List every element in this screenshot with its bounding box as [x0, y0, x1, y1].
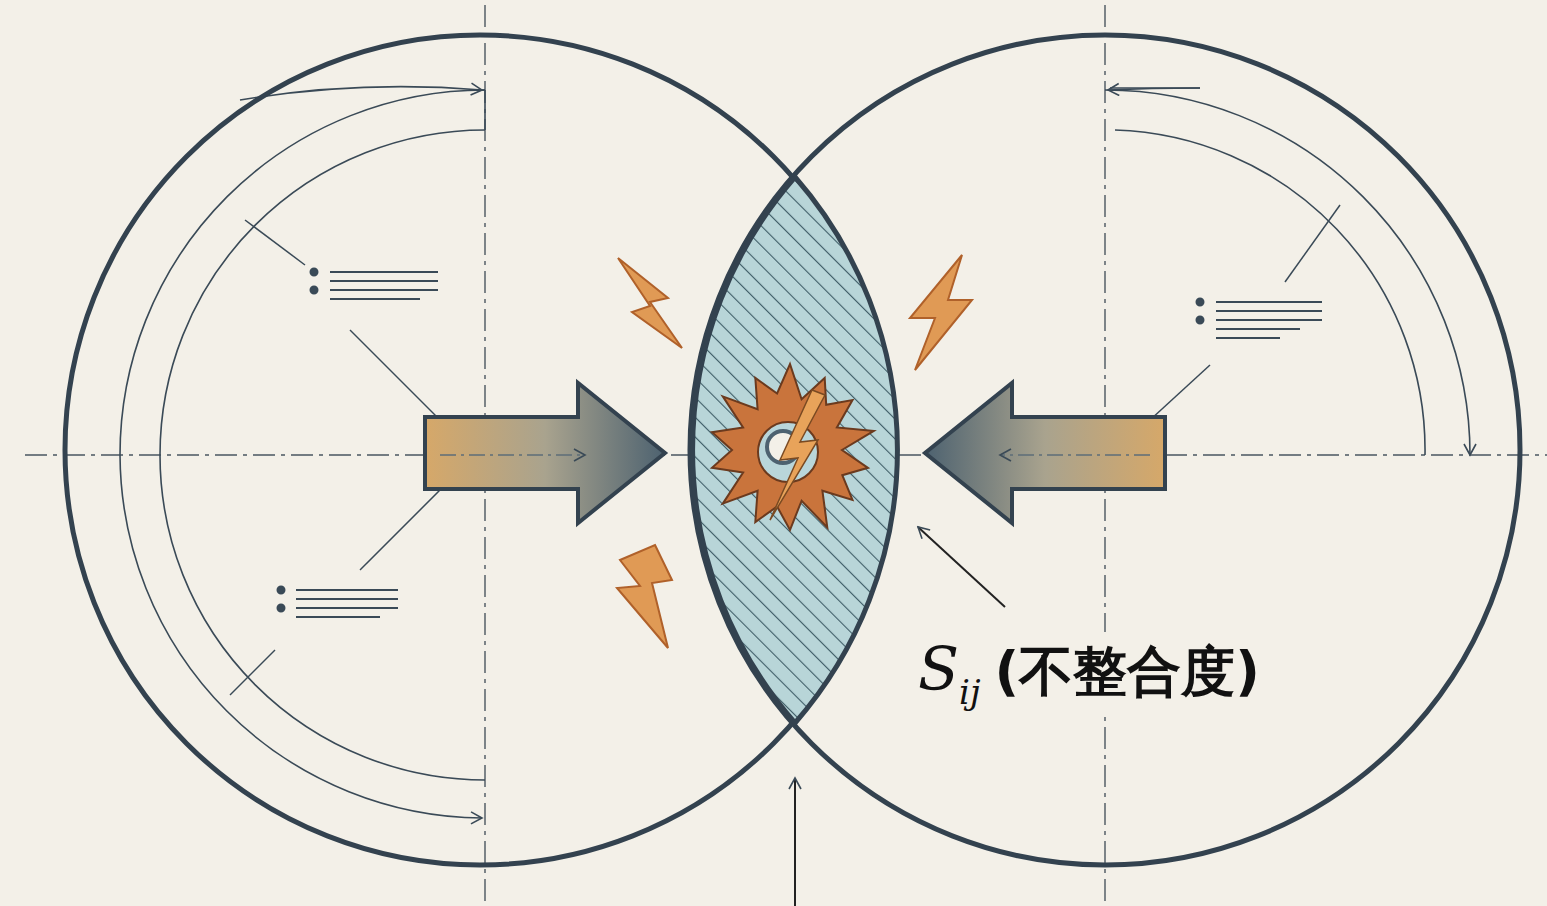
subscript-label: ij — [959, 672, 980, 712]
symbol-label: S — [918, 634, 959, 704]
conflict-burst — [712, 364, 874, 530]
mismatch-label: Sij (不整合度) — [912, 632, 1266, 711]
left-circle — [65, 35, 895, 865]
overlap-region — [693, 177, 898, 723]
push-arrow — [425, 383, 1165, 523]
pointer-arrow — [795, 527, 1005, 906]
term-label: (不整合度) — [995, 640, 1260, 703]
spark — [617, 255, 972, 648]
right-circle — [690, 35, 1520, 865]
center-line — [25, 5, 1547, 906]
rotation-arc — [120, 87, 1470, 818]
